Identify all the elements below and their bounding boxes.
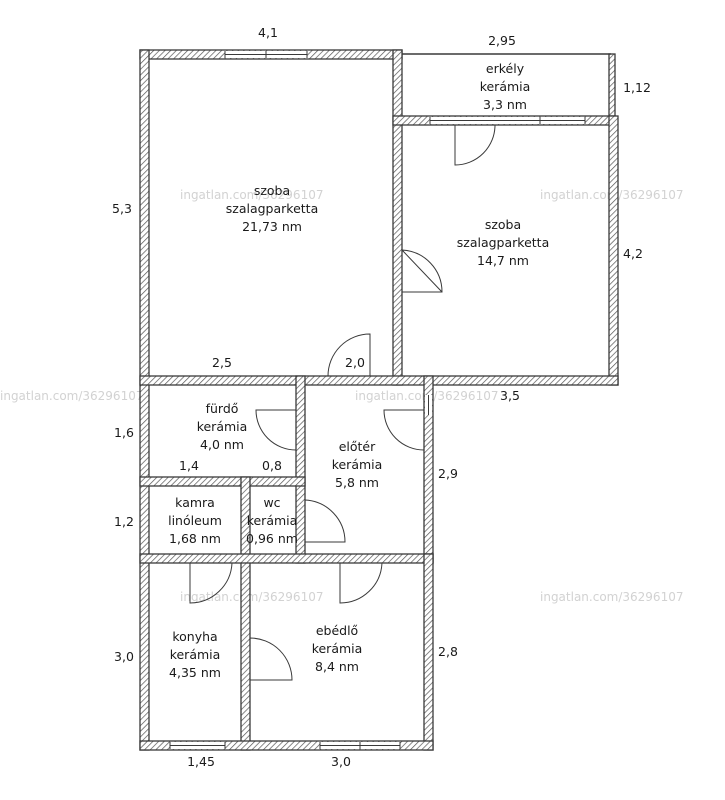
- wall: [139, 49, 150, 751]
- dimension-label: 3,0: [114, 649, 134, 664]
- room-name: szoba: [254, 183, 290, 198]
- room-floor: szalagparketta: [226, 201, 318, 216]
- dimension-label: 2,8: [438, 644, 458, 659]
- room-name: ebédlő: [316, 623, 358, 638]
- door-swing: [339, 562, 383, 604]
- room-area: 4,0 nm: [200, 437, 244, 452]
- dimension-label: 3,5: [500, 388, 520, 403]
- room-name: fürdő: [206, 401, 239, 416]
- watermark: ingatlan.com/36296107: [0, 389, 143, 403]
- wall: [139, 375, 619, 386]
- dimension-label: 0,8: [262, 458, 282, 473]
- dimension-label: 1,6: [114, 425, 134, 440]
- dimension-label: 1,45: [187, 754, 215, 769]
- room-floor: kerámia: [197, 419, 248, 434]
- room-floor: kerámia: [247, 513, 298, 528]
- dimension-label: 2,5: [212, 355, 232, 370]
- watermark: ingatlan.com/36296107: [180, 590, 323, 604]
- dimension-label: 1,12: [623, 80, 651, 95]
- room-name: előtér: [339, 439, 376, 454]
- dimension-label: 2,9: [438, 466, 458, 481]
- wall: [139, 476, 306, 487]
- door-swing: [189, 562, 233, 604]
- door-swing: [304, 499, 346, 543]
- watermark: ingatlan.com/36296107: [180, 188, 323, 202]
- dimension-label: 4,1: [258, 25, 278, 40]
- room-name: wc: [263, 495, 280, 510]
- room-area: 8,4 nm: [315, 659, 359, 674]
- room-floor: kerámia: [480, 79, 531, 94]
- dimension-label: 3,0: [331, 754, 351, 769]
- door-swing: [454, 124, 496, 166]
- windows: [169, 51, 586, 749]
- dimension-label: 2,0: [345, 355, 365, 370]
- room-name: konyha: [172, 629, 217, 644]
- dimension-labels: 4,1 2,95 1,12 5,3 4,2 2,5 2,0 3,5 1,6 1,…: [112, 25, 651, 769]
- room-area: 3,3 nm: [483, 97, 527, 112]
- door-swing: [383, 409, 425, 451]
- room-name: erkély: [486, 61, 525, 76]
- door-swing: [255, 409, 297, 451]
- room-area: 5,8 nm: [335, 475, 379, 490]
- dimension-label: 5,3: [112, 201, 132, 216]
- dimension-label: 2,95: [488, 33, 516, 48]
- room-area: 21,73 nm: [242, 219, 302, 234]
- dimension-label: 1,2: [114, 514, 134, 529]
- room-floor: kerámia: [170, 647, 221, 662]
- doors: [189, 124, 496, 681]
- room-labels: szoba szalagparketta 21,73 nm erkély ker…: [168, 61, 549, 680]
- wall: [139, 553, 434, 564]
- door-swing: [327, 333, 371, 377]
- room-name: szoba: [485, 217, 521, 232]
- dimension-label: 1,4: [179, 458, 199, 473]
- wall: [608, 53, 616, 126]
- wall: [392, 49, 403, 386]
- door-swing: [401, 249, 443, 293]
- room-area: 14,7 nm: [477, 253, 529, 268]
- room-floor: kerámia: [312, 641, 363, 656]
- room-floor: linóleum: [168, 513, 222, 528]
- room-name: kamra: [175, 495, 215, 510]
- dimension-label: 4,2: [623, 246, 643, 261]
- room-floor: szalagparketta: [457, 235, 549, 250]
- room-area: 1,68 nm: [169, 531, 221, 546]
- wall: [608, 115, 619, 386]
- room-floor: kerámia: [332, 457, 383, 472]
- door-swing: [249, 637, 293, 681]
- wall: [139, 740, 434, 751]
- room-area: 0,96 nm: [246, 531, 298, 546]
- wall: [423, 553, 434, 751]
- watermark: ingatlan.com/36296107: [540, 590, 683, 604]
- room-area: 4,35 nm: [169, 665, 221, 680]
